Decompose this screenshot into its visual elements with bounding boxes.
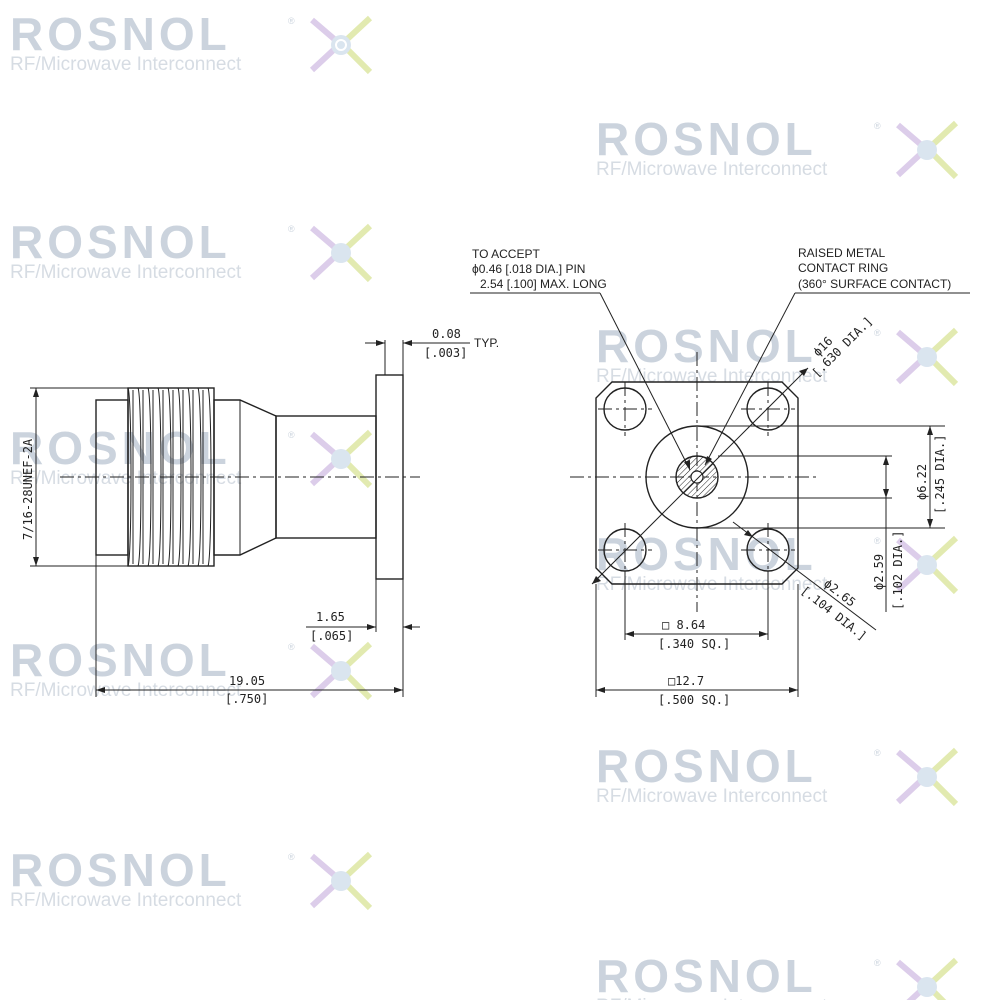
- watermark-brand: ROSNOL: [10, 8, 231, 60]
- rosnol-logo-icon: [309, 15, 373, 75]
- watermark-tagline: RF/Microwave Interconnect: [10, 54, 242, 75]
- watermark-registered: ®: [288, 642, 295, 652]
- watermark-registered: ®: [874, 536, 881, 546]
- watermark-tagline: RF/Microwave Interconnect: [10, 468, 242, 489]
- ring-note-line-1: RAISED METAL: [798, 246, 885, 260]
- watermark-8: ROSNOL ® RF/Microwave Interconnect: [596, 740, 959, 807]
- watermark-tagline: RF/Microwave Interconnect: [596, 786, 828, 807]
- thread-crests: [127, 387, 212, 567]
- side-view: 7/16-28UNEF-2A 0.08 [.003] TYP. 1.65 [.0…: [21, 327, 499, 706]
- rosnol-logo-icon: [309, 851, 373, 911]
- watermark-tagline: RF/Microwave Interconnect: [596, 159, 828, 180]
- flange-thickness-dim-in: [.003]: [424, 346, 467, 360]
- overall-length-dim-in: [.750]: [225, 692, 268, 706]
- dia622-label-in: [.245 DIA.]: [933, 435, 947, 514]
- watermark-1: ROSNOL ® RF/Microwave Interconnect: [10, 8, 373, 75]
- watermark-brand: ROSNOL: [596, 528, 817, 580]
- front-view: TO ACCEPT ϕ0.46 [.018 DIA.] PIN 2.54 [.1…: [470, 246, 970, 707]
- rosnol-logo-icon: [895, 747, 959, 807]
- center-pin-hole: [690, 470, 704, 484]
- typ-label: TYP.: [474, 336, 499, 350]
- watermark-brand: ROSNOL: [10, 216, 231, 268]
- dia622-label: ϕ6.22: [915, 464, 929, 500]
- dia259-label-in: [.102 DIA.]: [891, 531, 905, 610]
- pin-note-line-3: 2.54 [.100] MAX. LONG: [480, 277, 607, 291]
- watermark-brand: ROSNOL: [596, 740, 817, 792]
- rosnol-logo-icon: [895, 327, 959, 387]
- watermark-brand: ROSNOL: [10, 844, 231, 896]
- watermark-registered: ®: [288, 852, 295, 862]
- watermark-brand: ROSNOL: [596, 113, 817, 165]
- watermark-tagline: RF/Microwave Interconnect: [10, 262, 242, 283]
- thread-spec-label: 7/16-28UNEF-2A: [21, 438, 35, 540]
- flange-width-dim-in: [.065]: [310, 629, 353, 643]
- watermark-2: ROSNOL ® RF/Microwave Interconnect: [596, 113, 959, 180]
- watermark-registered: ®: [288, 224, 295, 234]
- watermark-brand: ROSNOL: [596, 320, 817, 372]
- pin-note-line-2: ϕ0.46 [.018 DIA.] PIN: [472, 262, 585, 276]
- watermark-registered: ®: [874, 121, 881, 131]
- flange-square-outline: [595, 381, 799, 585]
- overall-length-dim: 19.05: [229, 674, 265, 688]
- watermark-brand: ROSNOL: [10, 634, 231, 686]
- pin-note-line-1: TO ACCEPT: [472, 247, 540, 261]
- watermark-tagline: RF/Microwave Interconnect: [596, 996, 828, 1000]
- hole-spacing-label: □ 8.64: [662, 618, 705, 632]
- mounting-flange: [375, 374, 404, 580]
- watermark-brand: ROSNOL: [596, 950, 817, 1000]
- ring-note-line-2: CONTACT RING: [798, 261, 888, 275]
- watermark-layer: ROSNOL ® RF/Microwave Interconnect ROSNO…: [10, 8, 959, 1000]
- watermark-brand: ROSNOL: [10, 422, 231, 474]
- rosnol-logo-icon: [309, 223, 373, 283]
- rosnol-logo-icon: [309, 641, 373, 701]
- watermark-registered: ®: [874, 748, 881, 758]
- flange-square-label-in: [.500 SQ.]: [658, 693, 730, 707]
- rosnol-logo-icon: [309, 429, 373, 489]
- watermark-7: ROSNOL ® RF/Microwave Interconnect: [10, 634, 373, 701]
- dia259-label: ϕ2.59: [872, 554, 886, 590]
- watermark-registered: ®: [874, 328, 881, 338]
- ring-note-line-3: (360° SURFACE CONTACT): [798, 277, 951, 291]
- watermark-registered: ®: [288, 16, 295, 26]
- watermark-5: ROSNOL ® RF/Microwave Interconnect: [10, 422, 373, 489]
- watermark-3: ROSNOL ® RF/Microwave Interconnect: [10, 216, 373, 283]
- rosnol-logo-icon: [896, 957, 959, 1000]
- dia16-leader: [591, 367, 809, 585]
- rosnol-logo-icon: [895, 120, 959, 180]
- hole-spacing-label-in: [.340 SQ.]: [658, 637, 730, 651]
- rosnol-logo-icon: [895, 535, 959, 595]
- flange-width-dim: 1.65: [316, 610, 345, 624]
- watermark-tagline: RF/Microwave Interconnect: [596, 366, 828, 387]
- watermark-registered: ®: [874, 958, 881, 968]
- watermark-tagline: RF/Microwave Interconnect: [10, 890, 242, 911]
- watermark-10: ROSNOL ® RF/Microwave Interconnect: [596, 950, 959, 1000]
- flange-square-label: □12.7: [668, 674, 704, 688]
- watermark-9: ROSNOL ® RF/Microwave Interconnect: [10, 844, 373, 911]
- flange-thickness-dim: 0.08: [432, 327, 461, 341]
- watermark-registered: ®: [288, 430, 295, 440]
- dia265-leader: [732, 521, 877, 631]
